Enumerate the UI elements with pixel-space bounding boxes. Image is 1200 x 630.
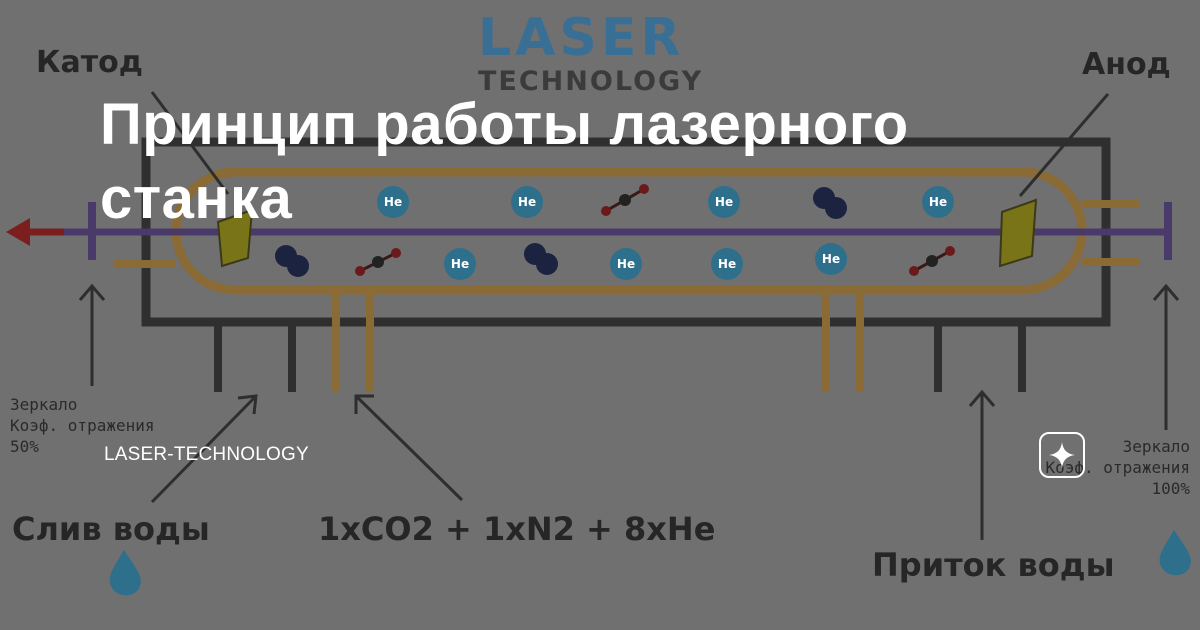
- article-title[interactable]: Принцип работы лазерного станка: [100, 92, 909, 231]
- svg-text:He: He: [617, 257, 635, 271]
- water-inflow-label: Приток воды: [872, 546, 1115, 584]
- svg-text:He: He: [718, 257, 736, 271]
- svg-text:He: He: [384, 195, 402, 209]
- svg-text:He: He: [518, 195, 536, 209]
- anode-label: Анод: [1082, 47, 1171, 82]
- output-arrow: [6, 218, 30, 246]
- water-drain-label: Слив воды: [12, 510, 210, 548]
- mirror-left-line3: 50%: [10, 437, 39, 456]
- water-drop-left-icon: [109, 550, 141, 596]
- svg-text:He: He: [451, 257, 469, 271]
- svg-text:He: He: [715, 195, 733, 209]
- n2-molecules: [275, 187, 847, 277]
- sparkle-icon: [1049, 442, 1075, 468]
- sparkle-badge[interactable]: [1039, 432, 1085, 478]
- cathode-label: Катод: [36, 45, 143, 80]
- svg-text:He: He: [929, 195, 947, 209]
- water-drop-right-icon: [1159, 530, 1191, 576]
- mirror-right-line1: Зеркало: [1123, 437, 1190, 456]
- logo-word-laser: LASER: [478, 8, 684, 68]
- mirror-left-line1: Зеркало: [10, 395, 77, 414]
- mirror-right-line3: 100%: [1151, 479, 1190, 498]
- svg-text:He: He: [822, 252, 840, 266]
- source-label[interactable]: LASER-TECHNOLOGY: [104, 444, 309, 465]
- mirror-left-line2: Коэф. отражения: [10, 416, 155, 435]
- gas-mix-label: 1xCO2 + 1xN2 + 8xHe: [318, 510, 715, 548]
- anode-plate: [998, 198, 1038, 268]
- cathode-plate: [216, 208, 254, 268]
- he-atoms: He He He He He He He He: [377, 186, 954, 280]
- logo-word-technology: TECHNOLOGY: [478, 66, 703, 97]
